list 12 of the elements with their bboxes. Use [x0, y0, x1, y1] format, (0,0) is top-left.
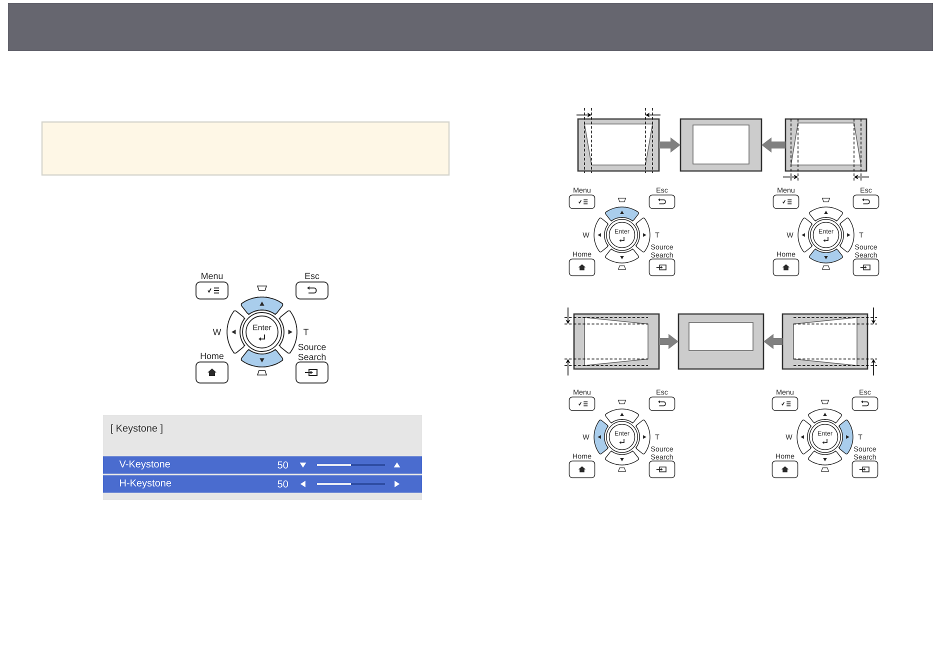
notice-box — [41, 121, 450, 176]
setting-name: H-Keystone — [120, 480, 172, 488]
key-label: W — [212, 328, 222, 336]
button-label: Source Search — [298, 344, 326, 360]
setting-value: 50 — [278, 461, 288, 469]
button-label: Esc — [305, 272, 320, 280]
button-label: Menu — [202, 272, 223, 280]
setting-name: V-Keystone — [119, 460, 170, 470]
key-label: T — [303, 328, 309, 336]
button-label: Home — [200, 352, 224, 360]
menu-title: [ Keystone ] — [110, 424, 162, 434]
setting-value: 50 — [278, 480, 288, 488]
